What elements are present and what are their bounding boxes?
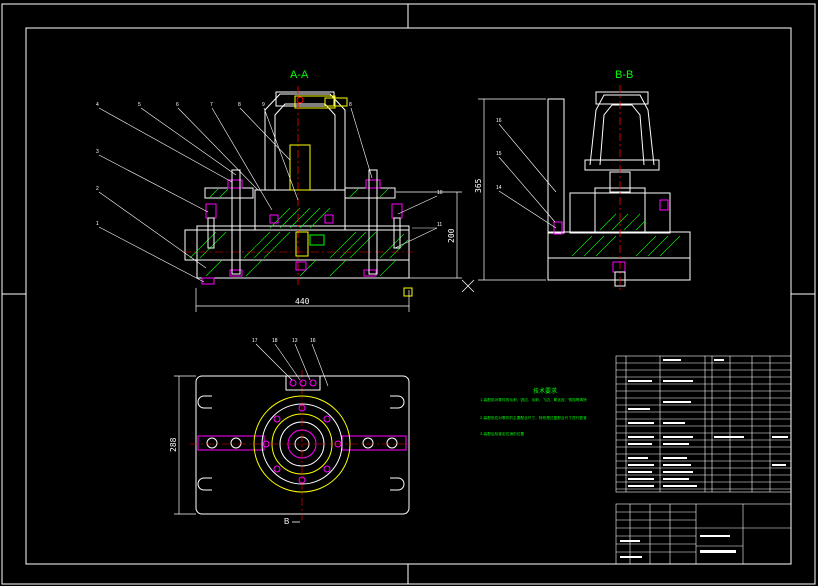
balloon-18: 18 bbox=[272, 338, 278, 344]
section-bb-view bbox=[547, 85, 691, 290]
balloon-16p: 16 bbox=[310, 338, 316, 344]
dimensions-plan bbox=[174, 375, 196, 515]
balloon-7: 7 bbox=[210, 102, 213, 108]
dim-height-aa: 200 bbox=[447, 228, 456, 243]
section-aa-label: A-A bbox=[290, 69, 309, 81]
balloon-4: 4 bbox=[96, 102, 99, 108]
section-bb-label: B-B bbox=[615, 69, 633, 81]
balloon-17: 17 bbox=[252, 338, 258, 344]
dimensions-aa bbox=[195, 191, 462, 312]
parts-list-text-marks bbox=[628, 359, 788, 487]
balloons-bb: 16 15 14 bbox=[496, 118, 502, 191]
balloon-10: 10 bbox=[437, 190, 443, 196]
frame-center-marks bbox=[2, 4, 815, 584]
balloon-3: 3 bbox=[96, 149, 99, 155]
balloon-11: 11 bbox=[437, 222, 442, 228]
plan-view bbox=[190, 370, 414, 520]
dim-height-plan: 288 bbox=[169, 437, 178, 452]
dim-width-aa: 440 bbox=[295, 297, 310, 306]
balloon-5: 5 bbox=[138, 102, 141, 108]
balloon-1: 1 bbox=[96, 221, 99, 227]
balloon-9: 9 bbox=[262, 102, 265, 108]
tech-note-3: 3.装配后检查定位销的位置 bbox=[480, 431, 524, 436]
balloon-16: 16 bbox=[496, 118, 502, 124]
leaders-plan bbox=[255, 343, 329, 387]
balloon-6: 6 bbox=[176, 102, 179, 108]
parts-list bbox=[615, 355, 792, 493]
leaders-bb bbox=[498, 123, 557, 229]
balloon-14: 14 bbox=[496, 185, 502, 191]
balloon-2: 2 bbox=[96, 186, 99, 192]
dimensions-bb bbox=[478, 98, 546, 281]
balloons-plan: 17 18 13 16 bbox=[252, 338, 316, 344]
section-aa-view bbox=[183, 86, 475, 297]
balloon-15: 15 bbox=[496, 151, 502, 157]
tech-note-1: 1.装配前对零件的毛刺、锐边、毛刺、飞边、氧化皮、锈蚀等清除 bbox=[480, 397, 587, 402]
dim-height-bb: 365 bbox=[474, 178, 483, 193]
balloon-8b: 8 bbox=[349, 102, 352, 108]
section-arrow-b: B bbox=[284, 517, 289, 526]
plan-base bbox=[195, 375, 410, 515]
balloons-aa: 4 5 6 7 8 9 3 2 1 8 10 11 bbox=[96, 102, 443, 228]
title-block bbox=[615, 503, 792, 565]
tech-note-2: 2.装配前应对零件的主要配合尺寸，特别是过盈配合尺寸进行复查 bbox=[480, 415, 587, 420]
tech-notes-title: 技术要求 bbox=[533, 387, 557, 395]
balloon-8a: 8 bbox=[238, 102, 241, 108]
balloon-13: 13 bbox=[292, 338, 298, 344]
leaders-aa bbox=[98, 107, 438, 283]
